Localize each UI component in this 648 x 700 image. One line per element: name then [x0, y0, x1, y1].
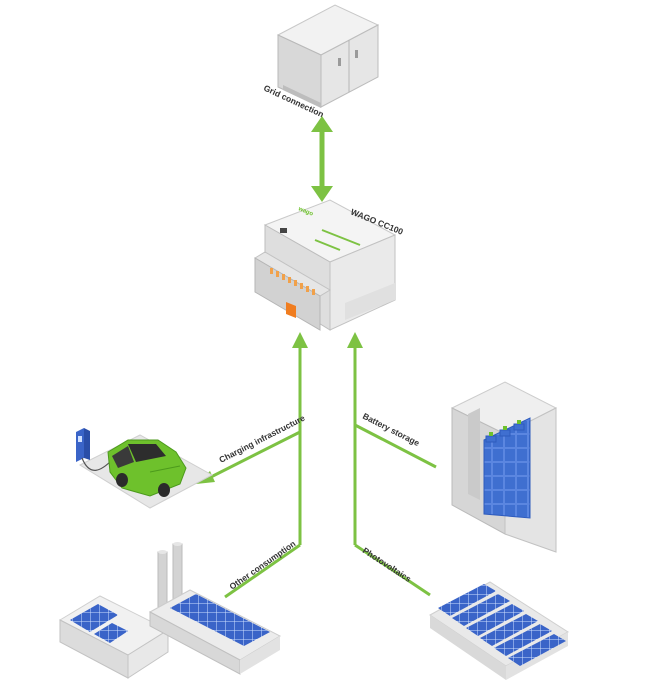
photovoltaics-label: Photovoltaics: [361, 545, 413, 584]
grid-controller-arrow: [311, 116, 333, 202]
arrowhead-left-up: [292, 332, 308, 348]
arrowhead-right-up: [347, 332, 363, 348]
arrow-battery: [354, 423, 437, 469]
battery-cabinet-icon: [450, 381, 558, 553]
factory-icon: [58, 542, 282, 679]
charging-infrastructure-label: Charging infrastructure: [217, 413, 306, 465]
arrow-other-consumption: [224, 543, 301, 599]
arrow-charging: [204, 430, 301, 482]
solar-panel-icon: [429, 581, 569, 680]
ev-charger-icon: [76, 428, 90, 462]
arrow-photovoltaics: [354, 543, 431, 597]
plc-controller-icon: [254, 199, 397, 331]
grid-cabinet-icon: [276, 4, 380, 108]
electric-car-icon: [107, 439, 187, 497]
flow-arrows: [196, 332, 437, 599]
wago-logo: wago: [296, 206, 314, 218]
ev-charging-scene: [76, 428, 214, 509]
other-consumption-label: Other consumption: [227, 538, 297, 591]
